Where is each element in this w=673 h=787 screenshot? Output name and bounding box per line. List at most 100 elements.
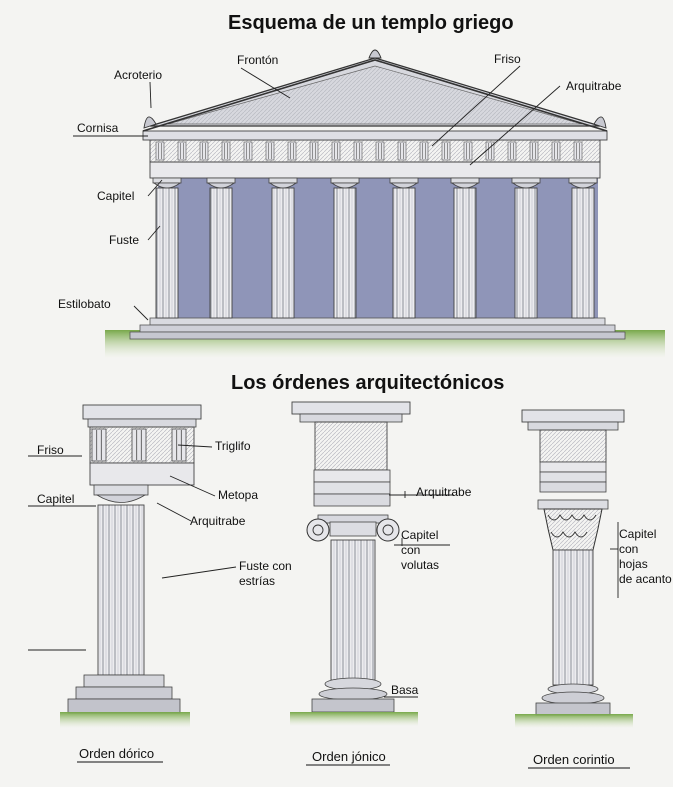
doric-cornice-band	[87, 418, 197, 428]
corinthian-plinth	[535, 702, 611, 716]
ionic-shaft	[330, 539, 376, 681]
stylobate-step-3	[129, 331, 626, 340]
label-fuste-estrias-line1: Fuste con	[239, 559, 292, 573]
doric-step-1	[83, 674, 165, 688]
frieze-triglyph	[441, 141, 451, 161]
temple-column	[389, 177, 419, 319]
frieze-triglyph	[155, 141, 165, 161]
temple-column	[511, 177, 541, 319]
frieze-triglyph	[177, 141, 187, 161]
frieze-triglyph	[419, 141, 429, 161]
label-capitel-acanto: Capitel con hojas de acanto	[619, 527, 672, 587]
label-acroterio: Acroterio	[114, 68, 163, 82]
label-triglifo: Triglifo	[215, 439, 251, 453]
order-name-underlines	[77, 761, 630, 769]
label-fuste-temple: Fuste	[109, 233, 140, 247]
label-capitel-acanto-line3: hojas	[619, 557, 648, 571]
ionic-order-illustration	[290, 401, 418, 726]
ionic-echinus	[329, 521, 377, 537]
stylobate-step-2	[139, 324, 616, 333]
ionic-cornice	[291, 401, 411, 415]
label-fuste-estrias: Fuste con estrías	[239, 559, 292, 589]
frieze-triglyph	[397, 141, 407, 161]
label-fronton: Frontón	[237, 53, 279, 67]
cornice	[142, 130, 608, 141]
label-orden-jonico: Orden jónico	[312, 749, 386, 764]
corinthian-grass	[515, 714, 633, 728]
temple-column	[206, 177, 236, 319]
frieze-triglyph	[221, 141, 231, 161]
frieze-triglyph	[463, 141, 473, 161]
pediment-raking-cornice	[142, 59, 608, 132]
temple-column	[450, 177, 480, 319]
leader-lines	[28, 65, 619, 698]
doric-triglyphs	[91, 428, 187, 462]
label-orden-dorico: Orden dórico	[79, 746, 155, 761]
temple-columns	[152, 177, 598, 319]
doric-shaft	[97, 504, 145, 676]
label-capitel-acanto-line4: de acanto	[619, 572, 672, 586]
doric-order-illustration	[60, 404, 202, 728]
label-capitel-volutas-line3: volutas	[401, 558, 440, 572]
acroterion-left	[143, 116, 157, 129]
ionic-torus-2	[318, 687, 388, 701]
label-arquitrabe-ionic: Arquitrabe	[416, 485, 472, 499]
frieze-triglyphs	[155, 141, 583, 161]
frieze-triglyph	[507, 141, 517, 161]
corinthian-frieze	[539, 429, 607, 463]
temple-illustration	[105, 49, 665, 358]
corinthian-architrave-2	[539, 471, 607, 483]
doric-step-3	[67, 698, 181, 714]
label-arquitrabe-temple: Arquitrabe	[566, 79, 622, 93]
frieze-triglyph	[353, 141, 363, 161]
acroterion-right	[593, 116, 607, 129]
doric-grass	[60, 712, 190, 728]
ionic-architrave-1	[313, 469, 391, 483]
ionic-dentils	[299, 413, 403, 423]
frieze-triglyph	[309, 141, 319, 161]
frieze-triglyph	[331, 141, 341, 161]
label-friso-doric: Friso	[37, 443, 64, 457]
architrave	[149, 161, 601, 179]
doric-triglyph	[91, 428, 107, 462]
corinthian-dentils	[527, 421, 619, 431]
corinthian-order-illustration	[515, 409, 633, 728]
frieze-triglyph	[375, 141, 385, 161]
orders-title: Los órdenes arquitectónicos	[231, 372, 505, 394]
label-friso-temple: Friso	[494, 52, 521, 66]
doric-triglyph	[131, 428, 147, 462]
frieze-triglyph	[551, 141, 561, 161]
corinthian-torus-2	[541, 691, 605, 705]
corinthian-abacus	[537, 499, 609, 510]
label-capitel-volutas-line1: Capitel	[401, 528, 439, 542]
doric-step-2	[75, 686, 173, 700]
ionic-plinth	[311, 698, 395, 713]
ionic-architrave-2	[313, 481, 391, 495]
doric-abacus	[93, 484, 149, 496]
pediment-sculpture	[167, 65, 583, 125]
label-orden-corintio: Orden corintio	[533, 752, 615, 767]
label-capitel-volutas: Capitel con volutas	[401, 528, 439, 573]
corinthian-architrave-3	[539, 481, 607, 493]
ionic-volute-left	[306, 518, 330, 542]
label-capitel-volutas-line2: con	[401, 543, 421, 557]
frieze-triglyph	[287, 141, 297, 161]
label-fuste-estrias-line2: estrías	[239, 574, 276, 588]
label-cornisa: Cornisa	[77, 121, 119, 135]
temple-column	[568, 177, 598, 319]
ionic-architrave-3	[313, 493, 391, 507]
stylobate-step-1	[149, 317, 606, 326]
corinthian-architrave-1	[539, 461, 607, 473]
frieze-triglyph	[529, 141, 539, 161]
acroterion-top	[368, 49, 382, 59]
label-basa: Basa	[391, 683, 419, 697]
temple-column	[330, 177, 360, 319]
label-capitel-temple: Capitel	[97, 189, 135, 203]
ionic-frieze	[314, 421, 388, 471]
label-capitel-acanto-line2: con	[619, 542, 639, 556]
corinthian-shaft	[552, 549, 594, 686]
label-capitel-doric: Capitel	[37, 492, 75, 506]
label-capitel-acanto-line1: Capitel	[619, 527, 657, 541]
